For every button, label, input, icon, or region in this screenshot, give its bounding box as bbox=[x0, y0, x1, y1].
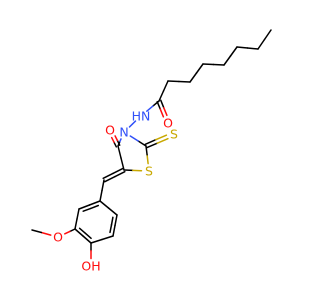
atom-label-hydroxy-o: OH bbox=[81, 259, 100, 274]
bond-ar-c6-ar-c1 bbox=[99, 200, 110, 209]
atom-label-methoxy-o: O bbox=[53, 230, 63, 245]
bond-chain-c4-chain-c5 bbox=[202, 63, 215, 66]
bond-ar-c1-ar-c2-inner bbox=[82, 207, 92, 212]
bond-ar-c5-ar-c6 bbox=[112, 224, 116, 237]
bond-ar-c3-ar-c4-inner bbox=[78, 227, 87, 235]
bond-chain-c1-chain-c2 bbox=[263, 29, 272, 41]
bond-methoxy-o-methoxy-c bbox=[31, 229, 43, 234]
bond-methine-c-ar-c1 bbox=[101, 179, 105, 192]
bond-ar-c4-ar-c5 bbox=[90, 238, 103, 244]
bond-chain-c5-chain-c6 bbox=[195, 63, 204, 74]
atom-label-ring-n: N bbox=[119, 125, 128, 140]
bond-chain-c2-chain-c3 bbox=[246, 47, 259, 50]
bond-ring-c2-ring-n bbox=[129, 135, 139, 142]
bond-methine-c-ar-c1 bbox=[99, 189, 103, 202]
bond-chain-c7-amide-c bbox=[162, 80, 169, 92]
bond-ring-c2-thione-s-a bbox=[156, 137, 169, 144]
bond-amide-c-amide-o-a bbox=[159, 108, 165, 118]
bond-ar-c5-ar-c6-inner bbox=[110, 216, 114, 226]
bond-ar-c6-ar-c1 bbox=[107, 207, 118, 216]
bond-ring-c2-thione-s-b bbox=[144, 138, 157, 146]
atom-label-thione-s: S bbox=[170, 127, 178, 142]
bond-ring-c2-thione-s-b bbox=[155, 134, 168, 141]
bond-ar-c3-ar-c4 bbox=[82, 235, 92, 244]
atom-label-ring-c4-o: O bbox=[105, 123, 115, 138]
bond-ar-c3-methoxy-o bbox=[64, 230, 71, 235]
bond-chain-c6-chain-c7 bbox=[167, 80, 180, 83]
bond-ring-c4-ring-c4-o-a bbox=[114, 135, 119, 142]
bond-chain-c6-chain-c7 bbox=[178, 80, 191, 83]
atom-label-ring-s1: S bbox=[145, 164, 153, 179]
bond-chain-c5-chain-c6 bbox=[189, 72, 198, 83]
bond-ring-c4-ring-c5 bbox=[117, 145, 122, 159]
bond-ar-c3-ar-c4-inner bbox=[84, 232, 92, 240]
atom-label-amide-o: O bbox=[163, 116, 173, 131]
bond-ar-c4-ar-c5 bbox=[101, 235, 114, 241]
bond-ring-c2-thione-s-a bbox=[145, 142, 159, 149]
bond-amide-c-nh bbox=[152, 100, 160, 107]
bond-chain-c1-chain-c2 bbox=[257, 38, 266, 50]
bond-ar-c1-ar-c2-inner bbox=[90, 204, 100, 210]
bond-chain-c7-amide-c bbox=[158, 90, 165, 102]
bond-ar-c3-ar-c4 bbox=[74, 228, 84, 237]
bond-chain-c2-chain-c3 bbox=[236, 46, 249, 49]
bond-chain-c3-chain-c4 bbox=[223, 55, 232, 66]
bond-chain-c4-chain-c5 bbox=[212, 63, 225, 66]
bond-ring-c5-methine-c-a bbox=[112, 167, 124, 175]
bond-ar-c2-ar-c3 bbox=[76, 208, 80, 220]
bond-ring-s1-ring-c2 bbox=[146, 154, 149, 165]
bond-ar-c1-ar-c2 bbox=[78, 204, 91, 210]
bond-ring-c4-ring-c4-o-b bbox=[110, 136, 115, 143]
bond-ring-c5-methine-c-b bbox=[114, 170, 126, 178]
bond-layer bbox=[31, 29, 272, 260]
bond-ring-c2-ring-n bbox=[137, 140, 147, 147]
atom-label-nh: HN bbox=[132, 109, 151, 124]
bond-ring-c4-ring-c4-o-a bbox=[116, 139, 121, 146]
bond-amide-c-amide-o-b bbox=[163, 107, 168, 117]
bond-ar-c2-ar-c3 bbox=[74, 218, 78, 230]
bond-ring-c4-ring-c4-o-b bbox=[113, 141, 118, 148]
bond-ring-c5-methine-c-a bbox=[102, 172, 114, 180]
bond-ar-c5-ar-c6 bbox=[114, 214, 118, 227]
bond-nh-ring-n bbox=[128, 123, 134, 128]
bond-chain-c3-chain-c4 bbox=[229, 46, 238, 57]
bond-ar-c1-ar-c2 bbox=[88, 200, 101, 206]
bond-methoxy-o-methoxy-c bbox=[40, 231, 52, 236]
bond-amide-c-nh bbox=[146, 105, 154, 112]
bond-amide-c-amide-o-b bbox=[160, 99, 165, 109]
bond-ring-c5-methine-c-b bbox=[104, 175, 116, 183]
bond-ar-c3-methoxy-o bbox=[69, 228, 76, 233]
bond-ar-c5-ar-c6-inner bbox=[109, 224, 113, 234]
